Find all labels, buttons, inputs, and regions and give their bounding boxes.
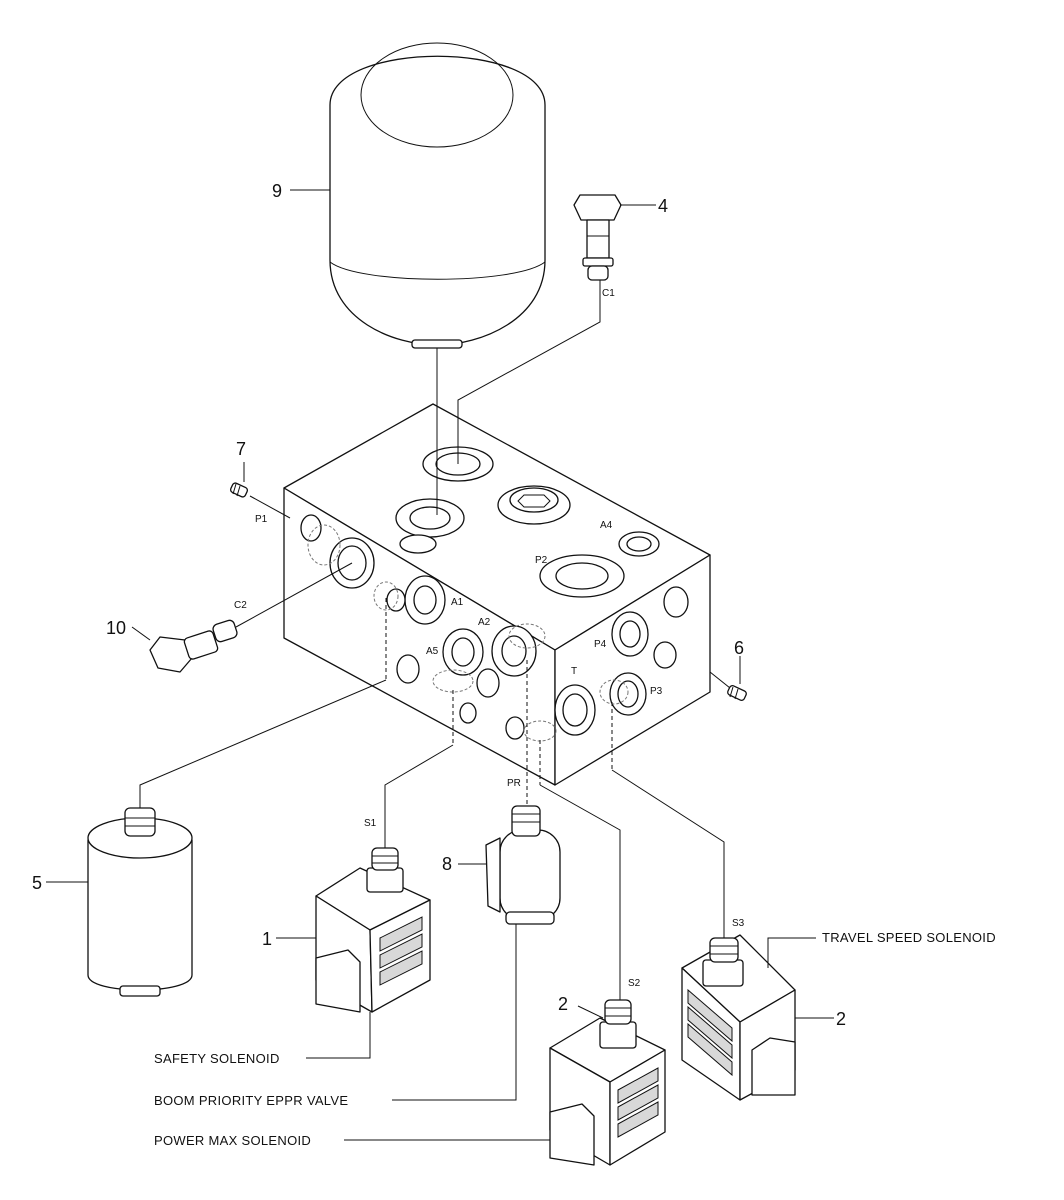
part-number-1: 1 [262, 929, 272, 949]
part-number-9: 9 [272, 181, 282, 201]
port-pr: PR [507, 778, 521, 789]
port-a2: A2 [478, 617, 491, 628]
part-number-8: 8 [442, 854, 452, 874]
port-p3: P3 [650, 686, 663, 697]
solenoid-travel-speed [681, 934, 796, 1101]
part-number-2-travel: 2 [836, 1009, 846, 1029]
leader-lines [46, 189, 834, 1141]
solenoid-power-max [549, 999, 666, 1166]
port-s3: S3 [732, 918, 745, 929]
port-a4: A4 [600, 520, 613, 531]
port-c1: C1 [602, 288, 615, 299]
part-number-7: 7 [236, 439, 246, 459]
caption-power-max-solenoid: POWER MAX SOLENOID [154, 1133, 311, 1148]
port-p1: P1 [255, 514, 268, 525]
caption-boom-priority-eppr-valve: BOOM PRIORITY EPPR VALVE [154, 1093, 348, 1108]
check-valve-4 [573, 194, 622, 281]
port-p4: P4 [594, 639, 607, 650]
filter-5 [87, 807, 193, 997]
port-t: T [571, 666, 577, 677]
caption-travel-speed-solenoid: TRAVEL SPEED SOLENOID [822, 930, 996, 945]
part-number-4: 4 [658, 196, 668, 216]
eppr-valve [485, 805, 561, 925]
plug-7 [229, 482, 249, 498]
check-valve-10 [149, 619, 238, 673]
solenoid-safety [315, 847, 431, 1013]
port-s1: S1 [364, 818, 377, 829]
manifold-block [283, 403, 711, 786]
port-a5: A5 [426, 646, 439, 657]
port-c2: C2 [234, 600, 247, 611]
port-p2: P2 [535, 555, 548, 566]
part-number-5: 5 [32, 873, 42, 893]
accumulator [329, 42, 546, 349]
caption-safety-solenoid: SAFETY SOLENOID [154, 1051, 280, 1066]
plug-6 [727, 685, 747, 701]
part-number-2-power: 2 [558, 994, 568, 1014]
port-s2: S2 [628, 978, 641, 989]
part-number-6: 6 [734, 638, 744, 658]
port-a1: A1 [451, 597, 464, 608]
part-number-10: 10 [106, 618, 126, 638]
